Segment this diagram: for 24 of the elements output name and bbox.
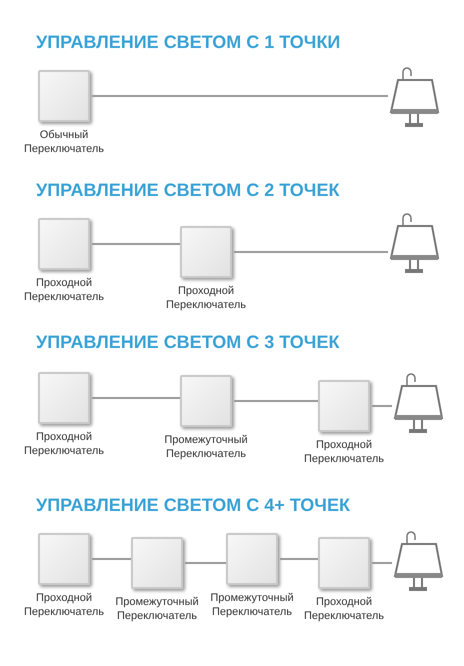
wire-line (92, 558, 131, 560)
switch-caption: Проходной Переключатель (22, 591, 106, 619)
switch-caption: Проходной Переключатель (22, 430, 106, 458)
switch-caption: Проходной Переключатель (22, 276, 106, 304)
wire-line (92, 397, 180, 399)
wire-line (280, 558, 318, 560)
section-heading: УПРАВЛЕНИЕ СВЕТОМ С 2 ТОЧЕК (36, 180, 340, 201)
switch-caption: Промежуточный Переключатель (114, 595, 200, 623)
wire-line (185, 562, 226, 564)
wire-line (92, 243, 180, 245)
wire-line (234, 251, 388, 253)
wire-line (92, 95, 388, 97)
switch-caption: Проходной Переключатель (302, 595, 386, 623)
wire-line (234, 400, 318, 402)
section-heading: УПРАВЛЕНИЕ СВЕТОМ С 3 ТОЧЕК (36, 332, 340, 353)
switch-caption: Промежуточный Переключатель (209, 591, 295, 619)
switch-caption: Промежуточный Переключатель (163, 433, 249, 461)
section-heading: УПРАВЛЕНИЕ СВЕТОМ С 4+ ТОЧЕК (36, 495, 350, 516)
switch-caption: Проходной Переключатель (164, 284, 248, 312)
switch-caption: Обычный Переключатель (22, 128, 106, 156)
wire-line (372, 562, 392, 564)
section-heading: УПРАВЛЕНИЕ СВЕТОМ С 1 ТОЧКИ (36, 32, 340, 53)
wire-line (372, 405, 392, 407)
switch-caption: Проходной Переключатель (302, 438, 386, 466)
